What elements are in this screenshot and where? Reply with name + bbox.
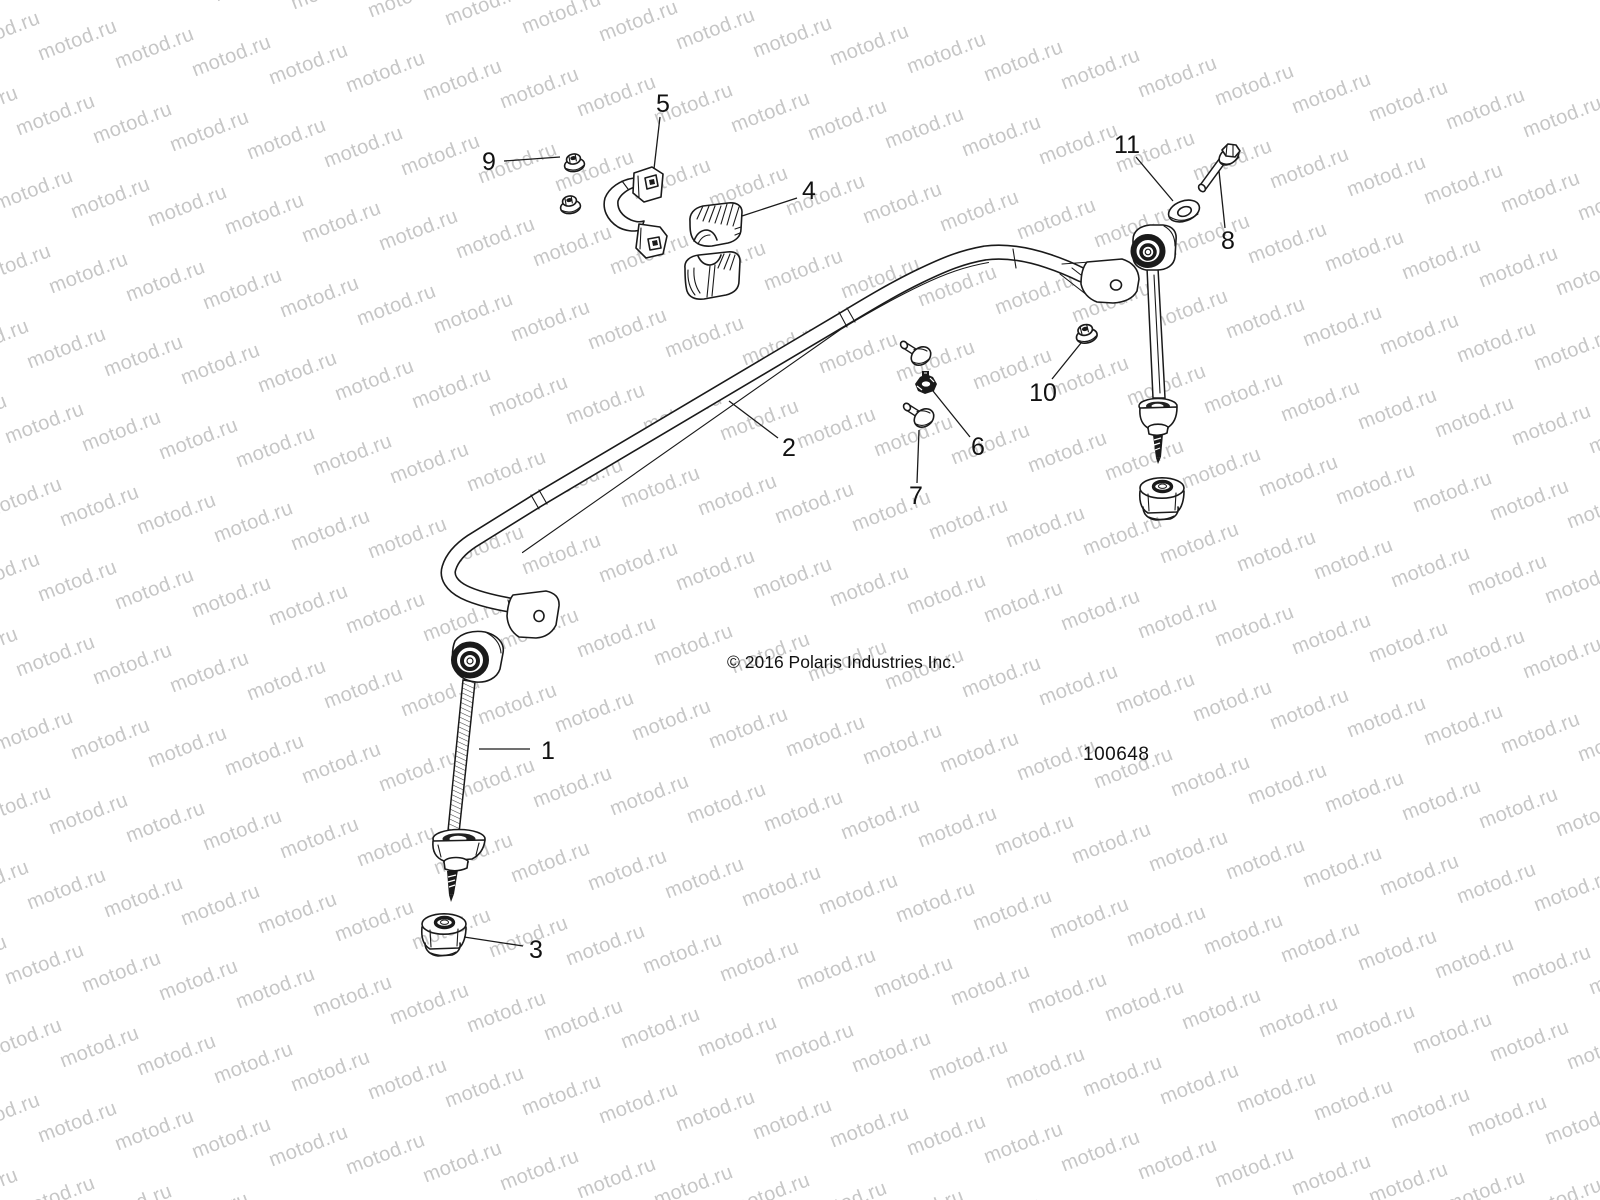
callout-number-10: 10 [1029, 379, 1057, 407]
callout-number-1: 1 [541, 737, 555, 765]
link-collar-side-left [443, 860, 469, 872]
callout-leader-10 [1051, 342, 1082, 380]
link-eye-hole-left [466, 657, 474, 665]
link-eye-ring-outer-right [1130, 234, 1166, 268]
bar-band [538, 489, 548, 505]
cup-bushing-right [1138, 476, 1186, 522]
link-bell-left [432, 839, 486, 862]
bar-band [846, 307, 856, 323]
link-stud-tip-left [449, 894, 454, 902]
bar-highlight-line [521, 261, 990, 554]
callout-number-9: 9 [482, 148, 496, 176]
callout-number-2: 2 [782, 434, 796, 462]
callout-leader-3 [463, 936, 524, 947]
flange-nut-9a [561, 151, 587, 174]
figure-number: 100648 [1083, 744, 1149, 765]
callout-leader-5 [653, 116, 661, 170]
bar-band [530, 494, 540, 510]
bar-end-hole-left [533, 609, 545, 623]
pan-screw-7a [899, 340, 934, 369]
link-rod-left [447, 679, 476, 834]
callout-number-4: 4 [802, 177, 816, 205]
link-eye-ring-outer-left [451, 641, 489, 679]
callout-number-6: 6 [971, 433, 985, 461]
bar-end-tab-left [506, 590, 560, 639]
clamp-hole-upper-shadow [649, 179, 655, 185]
callout-leader-11 [1135, 156, 1174, 202]
callout-leader-7 [916, 429, 920, 484]
bar-bushing-lower-half [684, 251, 741, 300]
bar-bushing-upper-half [689, 202, 743, 247]
link-stud-right [1153, 434, 1163, 458]
cup-bushing-3 [420, 912, 468, 958]
stabilizer-link-right [1130, 224, 1178, 464]
stabilizer-bar [440, 244, 1140, 639]
bar-clamp-bracket [603, 166, 668, 259]
bar-end-tab-right [1080, 258, 1140, 304]
bar-crimp-line [1061, 261, 1091, 265]
flange-nut-9b [557, 193, 583, 216]
stabilizer-link-left [432, 630, 505, 902]
bar-band [1012, 248, 1017, 269]
callout-layer: 1 2 3 4 5 6 7 8 9 10 11 [463, 90, 1235, 964]
bar-end-hole-right [1109, 279, 1123, 291]
bar-tube-fill [442, 245, 1089, 613]
flange-nut-10 [1072, 321, 1100, 347]
clip-nut-6 [915, 371, 937, 394]
link-eye-ring-inner-left [460, 651, 480, 671]
bushing-notch-upper [693, 229, 718, 242]
link-stud-tip-right [1156, 457, 1161, 464]
clamp-strap [603, 177, 645, 232]
link-collar-side-right [1147, 426, 1169, 437]
callout-leader-8 [1218, 170, 1226, 229]
clamp-hole-lower-shadow [652, 240, 658, 246]
callout-leader-4 [741, 197, 798, 217]
callout-number-11: 11 [1114, 131, 1140, 159]
bushing-notch-lower [697, 254, 722, 266]
callout-leader-6 [932, 390, 971, 438]
flange-bolt-8 [1197, 143, 1241, 193]
callout-number-3: 3 [529, 936, 543, 964]
callout-number-5: 5 [656, 90, 670, 118]
callout-number-8: 8 [1221, 227, 1235, 255]
link-eye-ring-inner-right [1139, 243, 1157, 261]
link-stud-left [447, 870, 458, 895]
washer-11 [1167, 199, 1201, 223]
callout-number-7: 7 [909, 482, 923, 510]
callout-leader-2 [728, 400, 779, 439]
link-rod-right [1146, 267, 1166, 399]
pan-screw-7b [902, 402, 937, 431]
copyright-text: © 2016 Polaris Industries Inc. [727, 652, 956, 672]
callout-leader-9 [503, 156, 561, 162]
link-eye-hole-right [1144, 248, 1152, 256]
bar-band [838, 311, 848, 328]
